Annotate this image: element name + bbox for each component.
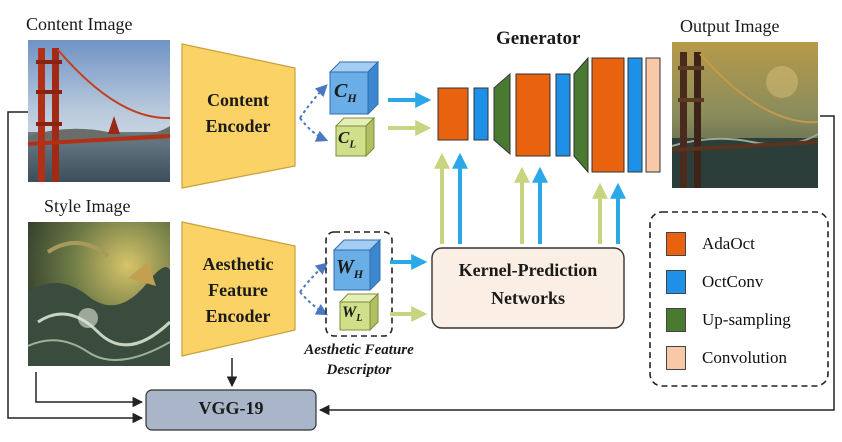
descriptor-label-2: Descriptor [326, 362, 392, 378]
legend-swatch [666, 346, 686, 370]
legend-label: OctConv [702, 272, 764, 291]
aesthetic-encoder-label-2: Feature [208, 280, 268, 300]
dotted-arrow-wh [299, 262, 328, 293]
ch-cube [328, 60, 380, 116]
descriptor-label-1: Aesthetic Feature [304, 342, 414, 358]
cl-cube [334, 116, 376, 158]
wh-label: WH [336, 256, 364, 281]
content-image-label: Content Image [26, 14, 133, 34]
legend-label: Up-sampling [702, 310, 791, 329]
style-image-label: Style Image [44, 196, 131, 216]
content-encoder-label-2: Encoder [205, 116, 271, 136]
kernel-prediction-box [431, 247, 625, 329]
vgg-label: VGG-19 [198, 398, 264, 418]
ch-label: CH [334, 80, 357, 105]
generator-label: Generator [496, 28, 581, 49]
dotted-arrow-wl [299, 291, 329, 316]
gen-octconv-2 [555, 73, 571, 157]
gen-adaoct-2 [515, 73, 551, 157]
kernel-label-1: Kernel-Prediction [458, 260, 598, 280]
gen-adaoct-3 [591, 57, 625, 173]
gen-octconv-3 [627, 57, 643, 173]
kernel-to-generator-arrows [434, 152, 626, 244]
wl-label: WL [342, 304, 363, 325]
gen-adaoct-1 [437, 87, 469, 141]
content-image [28, 40, 170, 182]
legend-label: AdaOct [702, 234, 755, 253]
kernel-label-2: Networks [491, 288, 565, 308]
legend-swatch [666, 308, 686, 332]
dotted-arrow-ch [299, 84, 328, 119]
output-image-label: Output Image [680, 16, 780, 36]
gen-upsampling-2 [573, 56, 589, 174]
wl-cube [338, 292, 380, 332]
aesthetic-encoder-label-3: Encoder [205, 306, 271, 326]
legend-swatch [666, 232, 686, 256]
legend-swatch [666, 270, 686, 294]
dotted-arrow-cl [299, 117, 329, 142]
gen-upsampling-1 [493, 72, 511, 156]
descriptor-dashed-box [325, 231, 393, 337]
vgg-connection-lines [7, 111, 835, 424]
vgg-box [145, 389, 317, 431]
cl-label: CL [338, 128, 357, 151]
aesthetic-encoder-label-1: Aesthetic [202, 254, 274, 274]
output-image [672, 42, 818, 188]
gen-convolution [645, 57, 661, 173]
aesthetic-encoder-block [181, 221, 296, 357]
content-encoder-label-1: Content [207, 90, 269, 110]
gen-octconv-1 [473, 87, 489, 141]
style-image [28, 222, 170, 366]
content-encoder-block [181, 43, 296, 189]
legend-label: Convolution [702, 348, 788, 367]
generator-blocks [437, 56, 661, 174]
wh-cube [332, 238, 382, 292]
